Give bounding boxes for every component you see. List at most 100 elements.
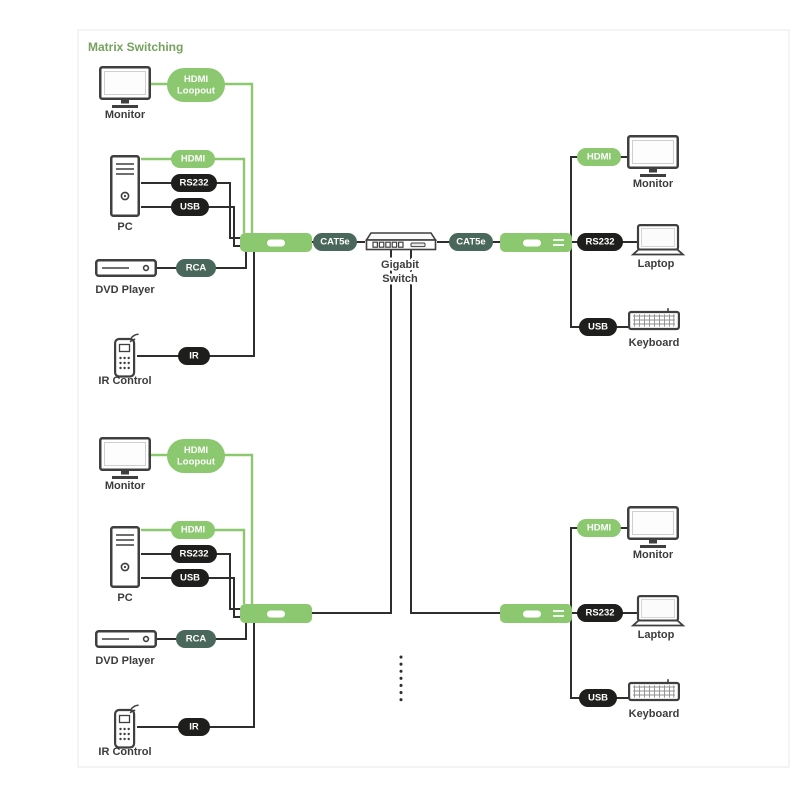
wire-hdmi-2 — [141, 528, 246, 604]
badge-rs232-out-1: RS232 — [577, 233, 623, 251]
badge-rs232-out-2: RS232 — [577, 604, 623, 622]
badge-hdmi-1: HDMI — [171, 150, 215, 168]
device-label-dvd-player: DVD Player — [95, 655, 155, 667]
badge-label: CAT5e — [456, 237, 485, 248]
device-label-pc: PC — [117, 592, 132, 604]
wire-usb-out-1 — [570, 245, 630, 328]
badge-label: Loopout — [177, 457, 216, 468]
wire-hdmi-out-1 — [570, 156, 631, 240]
device-label-ir-control: IR Control — [98, 375, 151, 387]
badge-hdmi-loopout-1: HDMI Loopout — [167, 68, 225, 102]
badge-rs232-2: RS232 — [171, 545, 217, 563]
device-label-ir-control: IR Control — [98, 746, 151, 758]
wire-hdmi-out-2 — [570, 527, 631, 611]
device-label-monitor: Monitor — [105, 109, 146, 121]
wires-bottom-left — [137, 453, 255, 728]
badge-cat5e-right: CAT5e — [449, 233, 493, 251]
labels-top-left: Monitor PC DVD Player IR Control — [95, 109, 155, 387]
badge-label: HDMI — [587, 523, 611, 534]
pc-icon — [110, 526, 140, 588]
wire-trunk-tx-2 — [312, 249, 392, 614]
badge-rs232-1: RS232 — [171, 174, 217, 192]
dvd-player-icon — [95, 259, 157, 277]
badge-label: IR — [189, 722, 199, 733]
labels-bottom-right: Monitor Laptop Keyboard — [629, 549, 680, 720]
badge-label: RCA — [186, 634, 207, 645]
badge-hdmi-out-1: HDMI — [577, 148, 621, 166]
monitor-icon — [98, 436, 152, 479]
badge-label: RS232 — [179, 549, 208, 560]
badge-rca-2: RCA — [176, 630, 216, 648]
badge-hdmi-out-2: HDMI — [577, 519, 621, 537]
badge-label: Loopout — [177, 86, 216, 97]
port-slot — [267, 239, 285, 247]
wires-top-left — [137, 82, 255, 357]
gigabit-switch-icon — [365, 232, 437, 251]
receiver-marks — [553, 239, 564, 246]
badge-hdmi-2: HDMI — [171, 521, 215, 539]
laptop-icon — [631, 594, 685, 627]
ir-remote-icon — [113, 333, 140, 378]
badge-ir-2: IR — [178, 718, 210, 736]
badge-usb-2: USB — [171, 569, 209, 587]
badge-label: USB — [180, 573, 200, 584]
monitor-icon — [98, 65, 152, 108]
wire-trunk-rx-2 — [410, 249, 500, 614]
receiver-unit-2 — [500, 604, 572, 623]
receiver-marks — [553, 610, 564, 617]
switch-label-line1: Gigabit — [381, 259, 419, 271]
pc-icon — [110, 155, 140, 217]
badge-label: HDMI — [587, 152, 611, 163]
badge-hdmi-loopout-2: HDMI Loopout — [167, 439, 225, 473]
device-label-pc: PC — [117, 221, 132, 233]
labels-top-right: Monitor Laptop Keyboard — [629, 178, 680, 349]
receiver-unit-1 — [500, 233, 572, 252]
badge-label: RS232 — [179, 178, 208, 189]
badge-label: USB — [180, 202, 200, 213]
laptop-icon — [631, 224, 685, 256]
keyboard-icon — [627, 307, 681, 331]
label-gigabit-switch: Gigabit Switch — [379, 257, 422, 288]
badge-usb-1: USB — [171, 198, 209, 216]
badge-label: HDMI — [184, 74, 208, 85]
port-slot — [267, 610, 285, 618]
switch-label-line2: Switch — [382, 273, 418, 285]
dvd-player-icon — [95, 630, 157, 648]
badge-label: CAT5e — [320, 237, 349, 248]
wire-ir-1 — [137, 252, 255, 357]
device-label-monitor: Monitor — [105, 480, 146, 492]
device-label-laptop: Laptop — [638, 629, 675, 641]
badge-label: HDMI — [181, 525, 205, 536]
page-frame — [77, 29, 790, 768]
device-label-monitor: Monitor — [633, 549, 674, 561]
monitor-icon — [626, 134, 680, 177]
badge-rca-1: RCA — [176, 259, 216, 277]
badge-label: RCA — [186, 263, 207, 274]
devices-top-right — [626, 134, 685, 331]
device-label-laptop: Laptop — [638, 258, 675, 270]
wire-usb-out-2 — [570, 616, 630, 699]
port-slot — [523, 239, 541, 247]
badge-ir-1: IR — [178, 347, 210, 365]
labels-bottom-left: Monitor PC DVD Player IR Control — [95, 480, 155, 758]
badge-label: IR — [189, 351, 199, 362]
badge-label: USB — [588, 322, 608, 333]
badge-label: HDMI — [184, 445, 208, 456]
diagram-title: Matrix Switching — [88, 40, 183, 54]
keyboard-icon — [627, 678, 681, 702]
badge-usb-out-2: USB — [579, 689, 617, 707]
badge-label: RS232 — [585, 608, 614, 619]
transmitter-unit-2 — [240, 604, 312, 623]
device-label-keyboard: Keyboard — [629, 708, 680, 720]
badge-label: USB — [588, 693, 608, 704]
badge-usb-out-1: USB — [579, 318, 617, 336]
devices-bottom-right — [626, 505, 685, 702]
badge-label: HDMI — [181, 154, 205, 165]
wire-ir-2 — [137, 623, 255, 728]
ir-remote-icon — [113, 704, 140, 749]
device-label-monitor: Monitor — [633, 178, 674, 190]
transmitter-unit-1 — [240, 233, 312, 252]
badge-cat5e-left: CAT5e — [313, 233, 357, 251]
device-label-dvd-player: DVD Player — [95, 284, 155, 296]
